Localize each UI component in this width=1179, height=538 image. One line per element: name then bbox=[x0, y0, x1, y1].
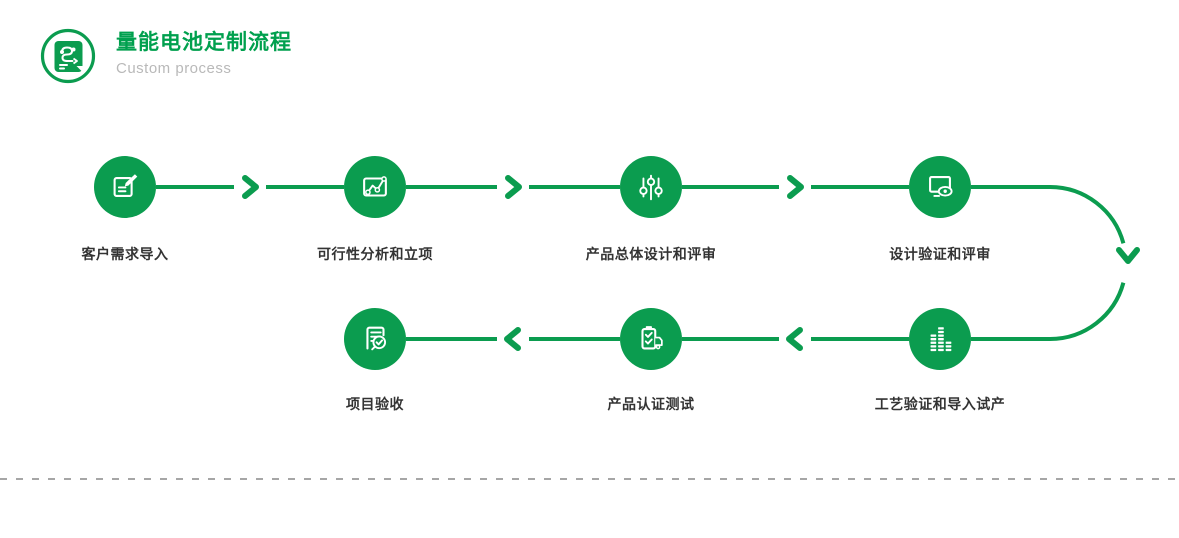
chevron-right-icon bbox=[242, 175, 259, 199]
step-label: 项目验收 bbox=[346, 396, 404, 412]
chevron-left-icon bbox=[786, 327, 803, 351]
step-label: 设计验证和评审 bbox=[889, 246, 991, 262]
chevron-down-icon bbox=[1116, 247, 1140, 264]
step-label: 工艺验证和导入试产 bbox=[874, 396, 1006, 412]
step-label: 产品总体设计和评审 bbox=[585, 246, 717, 262]
flow-step-4 bbox=[909, 156, 971, 218]
clipboard-check-truck-icon bbox=[641, 326, 663, 350]
chevron-right-icon bbox=[787, 175, 804, 199]
step-label: 可行性分析和立项 bbox=[317, 246, 433, 262]
page-subtitle: Custom process bbox=[116, 60, 232, 78]
step-label: 产品认证测试 bbox=[607, 396, 695, 412]
monitor-eye-icon bbox=[929, 176, 953, 197]
line-chart-icon bbox=[363, 176, 387, 197]
flow-step-2 bbox=[344, 156, 406, 218]
flow-step-5 bbox=[909, 308, 971, 370]
equalizer-bars-icon bbox=[930, 327, 952, 352]
process-flow-badge-icon bbox=[40, 28, 96, 84]
dashed-divider bbox=[0, 478, 1179, 480]
document-check-icon bbox=[366, 326, 387, 351]
chevron-right-icon bbox=[505, 175, 522, 199]
edit-document-icon bbox=[113, 174, 138, 198]
section-header: 量能电池定制流程 Custom process bbox=[40, 28, 292, 84]
flow-step-7 bbox=[344, 308, 406, 370]
step-label: 客户需求导入 bbox=[81, 246, 169, 262]
chevron-left-icon bbox=[504, 327, 521, 351]
flow-step-3 bbox=[620, 156, 682, 218]
flow-step-1 bbox=[94, 156, 156, 218]
sliders-icon bbox=[639, 174, 663, 201]
page-title: 量能电池定制流程 bbox=[116, 31, 292, 54]
flow-step-6 bbox=[620, 308, 682, 370]
